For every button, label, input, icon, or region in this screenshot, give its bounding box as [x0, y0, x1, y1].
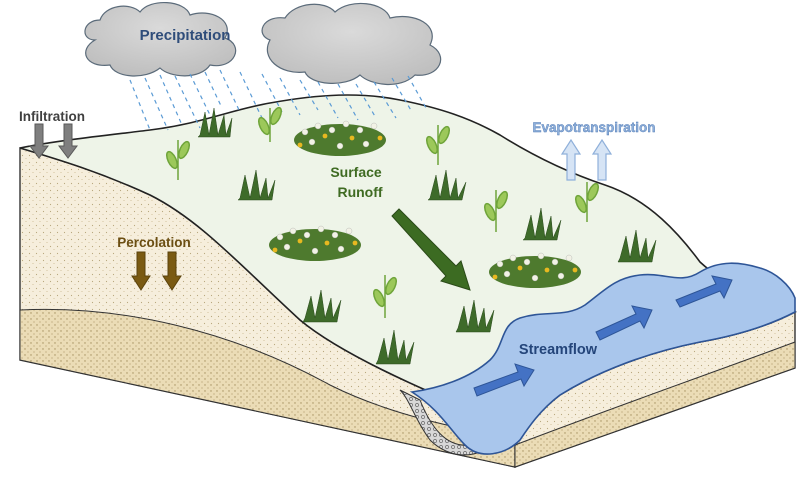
sapling-icon: [257, 106, 283, 142]
grass-tuft-icon: [455, 299, 495, 333]
streamflow-arrow-icon: [473, 275, 733, 397]
grass-tuft-icon: [522, 207, 562, 241]
percolation-label: Percolation: [117, 235, 191, 250]
cloud-icon: [261, 2, 442, 86]
evapotranspiration-arrow-icon: [560, 138, 613, 181]
grass-tuft-icon: [375, 329, 415, 365]
precipitation-label: Precipitation: [140, 27, 231, 44]
sapling-icon: [372, 275, 398, 318]
sapling-icon: [483, 190, 509, 232]
wildflower-patch-icon: [489, 252, 581, 288]
grass-tuft-icon: [427, 169, 467, 201]
sapling-icon: [425, 125, 451, 165]
percolation-arrow-icon: [131, 251, 182, 291]
streamflow-label: Streamflow: [519, 342, 598, 358]
wildflower-patch-icon: [294, 120, 386, 156]
wildflower-patch-icon: [269, 225, 361, 261]
cloud-icon: [84, 1, 237, 77]
stream-water: [409, 262, 796, 455]
infiltration-label: Infiltration: [19, 109, 85, 124]
surface-runoff-arrow-icon: [391, 208, 471, 291]
surface-runoff-label-line2: Runoff: [337, 184, 382, 200]
rain-icon: [129, 69, 427, 131]
grass-tuft-icon: [197, 107, 233, 138]
sapling-icon: [165, 140, 191, 180]
side-deep-layer: [514, 341, 796, 468]
surface-runoff-label-line1: Surface: [330, 164, 382, 180]
grass-tuft-icon: [617, 229, 657, 263]
grass-tuft-icon: [302, 289, 342, 323]
sapling-icon: [574, 182, 600, 222]
grass-tuft-icon: [237, 169, 276, 201]
infiltration-arrow-icon: [29, 123, 78, 159]
evapotranspiration-label: Evapotranspiration: [532, 120, 655, 135]
